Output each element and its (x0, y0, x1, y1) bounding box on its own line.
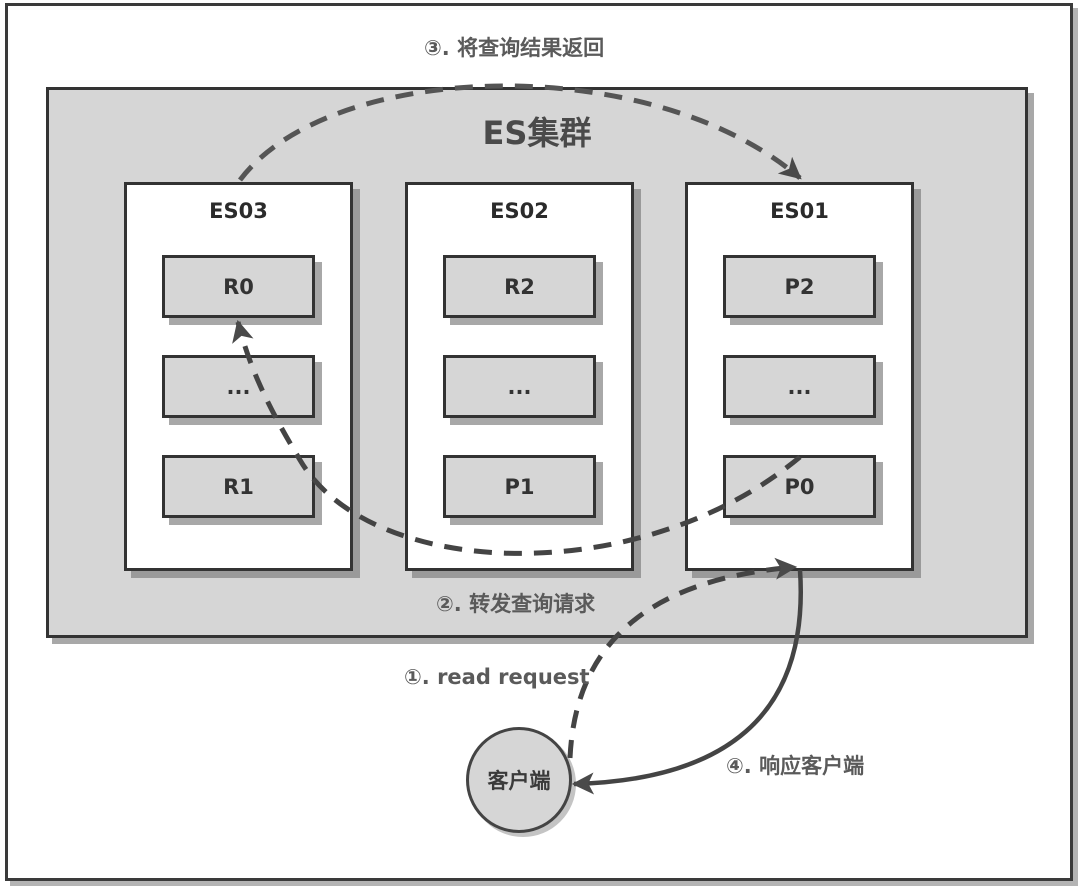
shard-r1: R1 (162, 455, 315, 518)
shard-ellipsis: ... (443, 355, 596, 418)
shard-p0: P0 (723, 455, 876, 518)
arrow-step3-return-results (238, 83, 802, 182)
shard-r0: R0 (162, 255, 315, 318)
node-title: ES03 (209, 199, 268, 223)
arrow-step1-read-request (567, 557, 798, 759)
node-title: ES02 (490, 199, 549, 223)
node-title: ES01 (770, 199, 829, 223)
shard-ellipsis: ... (162, 355, 315, 418)
label-step2: ②. 转发查询请求 (436, 592, 596, 616)
shard-p2: P2 (723, 255, 876, 318)
cluster-title: ES集群 (482, 114, 592, 152)
client-node: 客户端 (466, 727, 572, 833)
label-step1: ①. read request (404, 665, 590, 689)
shard-p1: P1 (443, 455, 596, 518)
label-step3: ③. 将查询结果返回 (424, 36, 605, 60)
shard-ellipsis: ... (723, 355, 876, 418)
arrow-step4-respond-client (571, 569, 804, 795)
shard-r2: R2 (443, 255, 596, 318)
label-step4: ④. 响应客户端 (726, 754, 865, 778)
arrow-step2-forward-query (232, 319, 802, 556)
